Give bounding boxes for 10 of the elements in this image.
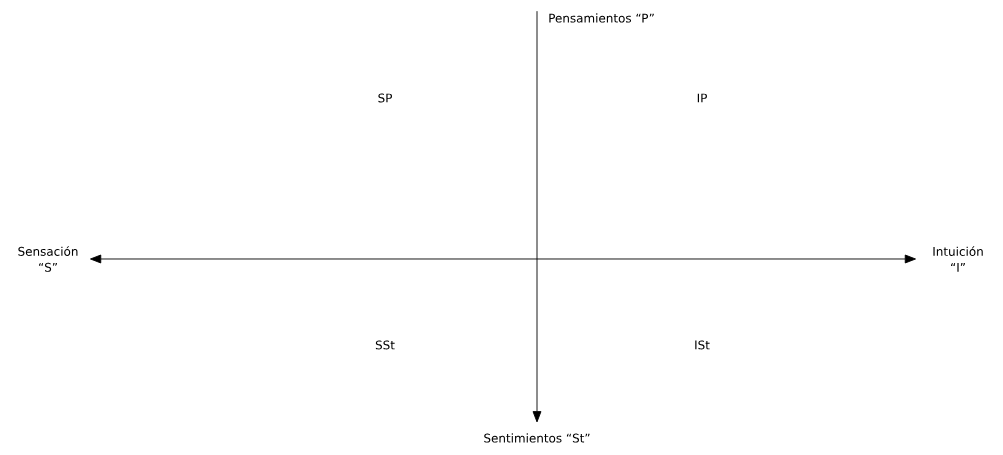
quadrant-label: ISt <box>695 340 710 350</box>
axis-arrow <box>532 10 542 423</box>
axis-label: Intuición “I” <box>933 246 983 272</box>
axis-label: Sensación “S” <box>18 246 78 272</box>
axis-label: Pensamientos “P” <box>549 13 654 23</box>
quadrant-label: SSt <box>375 340 395 350</box>
quadrant-label: IP <box>697 93 707 103</box>
quadrant-label: SP <box>378 93 392 103</box>
axis-label: Sentimientos “St” <box>484 433 590 443</box>
axis-arrow <box>90 254 916 264</box>
